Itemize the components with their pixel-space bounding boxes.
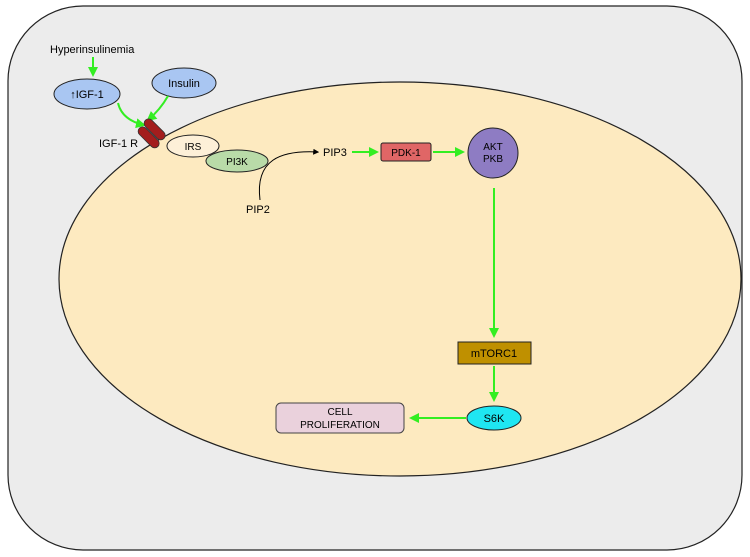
proliferation-label: PROLIFERATION	[300, 420, 380, 431]
pi3k-label: PI3K	[226, 157, 248, 168]
pi3k-node	[205, 149, 269, 173]
igf1-receptor-icon	[137, 118, 166, 149]
arrow-insulin-receptor	[146, 95, 169, 122]
s6k-node	[466, 405, 522, 431]
arrow-igf1-receptor	[117, 102, 146, 129]
igf1-label: ↑IGF-1	[70, 89, 104, 101]
cell-label: CELL	[327, 407, 352, 418]
cell-proliferation-node	[275, 402, 405, 434]
irs-label: IRS	[185, 142, 202, 153]
mtorc1-node	[457, 341, 532, 365]
insulin-node	[151, 67, 217, 99]
pip2-label: PIP2	[246, 204, 270, 216]
pip3-label: PIP3	[323, 147, 347, 159]
pdk1-node	[380, 142, 432, 162]
akt-node	[467, 127, 519, 179]
arrow-pip2-pip3	[258, 148, 320, 201]
s6k-label: S6K	[484, 413, 505, 425]
pdk1-label: PDK-1	[391, 148, 421, 159]
igf1-node	[53, 78, 121, 110]
akt-label: AKT	[483, 142, 502, 153]
igf1r-label: IGF-1 R	[99, 138, 138, 150]
insulin-label: Insulin	[168, 78, 200, 90]
hyperinsulinemia-label: Hyperinsulinemia	[50, 44, 135, 56]
pkb-label: PKB	[483, 154, 503, 165]
mtorc1-label: mTORC1	[471, 348, 517, 360]
cytoplasm	[58, 81, 742, 477]
irs-node	[166, 134, 220, 158]
